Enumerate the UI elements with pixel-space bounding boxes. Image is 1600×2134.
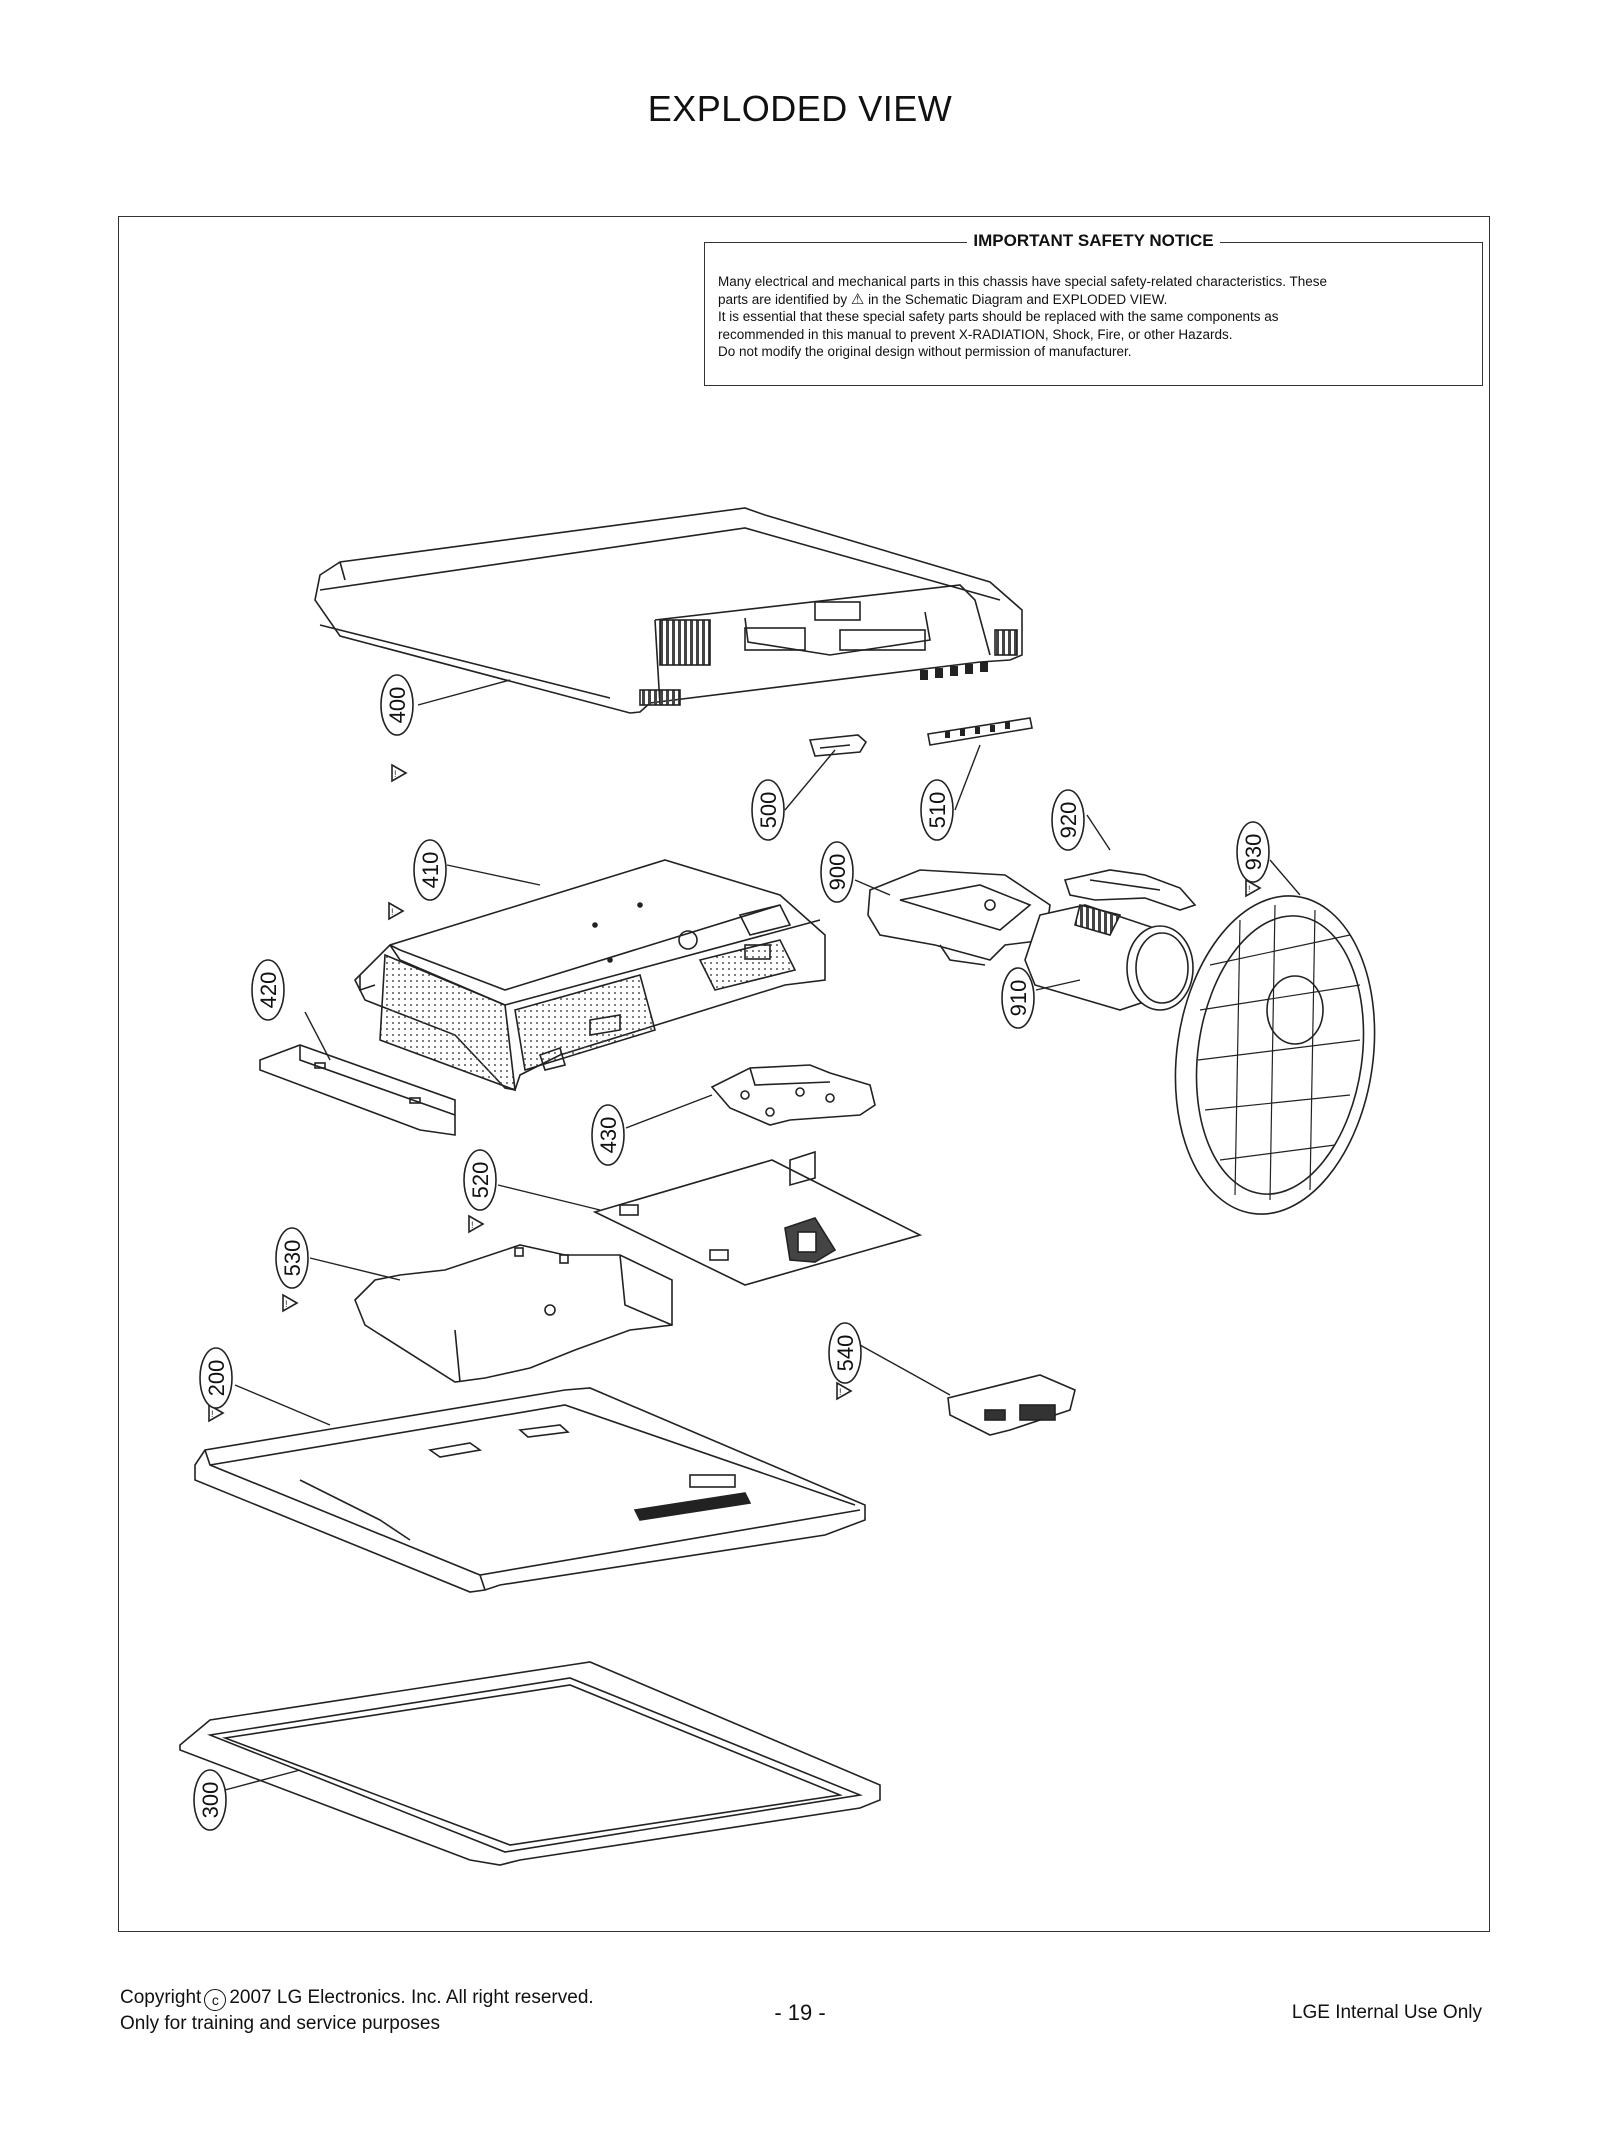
part-300-front-bezel <box>179 1661 881 1866</box>
callout-420: 420 <box>251 959 285 1021</box>
callout-520: 520 <box>463 1149 497 1211</box>
svg-text:930: 930 <box>1241 834 1266 871</box>
svg-text:!: ! <box>394 769 397 779</box>
callout-400: 400 <box>380 674 414 736</box>
svg-text:!: ! <box>211 1409 214 1419</box>
footer-internal-use: LGE Internal Use Only <box>1291 2002 1482 2023</box>
part-520-power-board <box>592 1150 923 1286</box>
warning-triangle-icon: ! <box>391 763 408 783</box>
warning-triangle-icon: ! <box>1245 878 1262 898</box>
warning-triangle-icon: ! <box>836 1381 853 1401</box>
page-title: EXPLODED VIEW <box>647 88 953 129</box>
svg-text:!: ! <box>1248 884 1251 894</box>
svg-text:420: 420 <box>256 972 281 1009</box>
part-540-interface-board <box>947 1374 1076 1436</box>
part-910-stand-neck <box>1024 904 1194 1011</box>
notice-line-4: recommended in this manual to prevent X-… <box>718 326 1233 342</box>
callout-920: 920 <box>1051 789 1085 851</box>
callout-200: 200 <box>199 1347 233 1409</box>
leader-lines <box>224 679 1301 1791</box>
callout-540: 540 <box>828 1322 862 1384</box>
svg-text:410: 410 <box>418 852 443 889</box>
safety-notice-title: IMPORTANT SAFETY NOTICE <box>967 231 1220 250</box>
notice-line-3: It is essential that these special safet… <box>718 309 1279 324</box>
svg-text:430: 430 <box>596 1117 621 1154</box>
svg-text:520: 520 <box>468 1162 493 1199</box>
safety-notice-body: Many electrical and mechanical parts in … <box>718 273 1469 361</box>
callout-530: 530 <box>275 1227 309 1289</box>
svg-text:510: 510 <box>925 792 950 829</box>
svg-text:!: ! <box>285 1299 288 1309</box>
callout-510: 510 <box>920 779 954 841</box>
part-430-bracket <box>710 1064 876 1126</box>
part-callouts: 400 500 510 410 420 900 920 930 <box>193 674 1270 1831</box>
svg-text:!: ! <box>839 1387 842 1397</box>
svg-text:530: 530 <box>280 1240 305 1277</box>
notice-line-5: Do not modify the original design withou… <box>718 344 1132 359</box>
svg-text:900: 900 <box>825 854 850 891</box>
svg-text:910: 910 <box>1006 980 1031 1017</box>
svg-text:400: 400 <box>385 687 410 724</box>
part-400-back-cover <box>314 507 1023 714</box>
footer-training-note: Only for training and service purposes <box>120 2013 440 2034</box>
warning-triangle-icon: ! <box>468 1214 485 1234</box>
part-410-shield-case <box>354 859 826 1092</box>
svg-text:540: 540 <box>833 1335 858 1372</box>
callout-900: 900 <box>820 841 854 903</box>
part-530-board-shield <box>354 1244 673 1383</box>
warning-triangle-icon: ! <box>388 901 405 921</box>
svg-text:!: ! <box>471 1220 474 1230</box>
warning-triangle-icon: ⚠ <box>850 290 865 308</box>
part-500-bracket <box>808 734 868 757</box>
callout-430: 430 <box>591 1104 625 1166</box>
part-510-button-strip <box>927 717 1033 746</box>
svg-text:200: 200 <box>204 1360 229 1397</box>
part-420-bar <box>259 1044 456 1136</box>
part-900-hinge <box>867 869 1051 966</box>
svg-text:920: 920 <box>1056 802 1081 839</box>
svg-text:500: 500 <box>756 792 781 829</box>
callout-930: 930 <box>1236 821 1270 883</box>
part-920-hinge-cover <box>1063 869 1197 911</box>
diagram-frame <box>118 216 1490 1932</box>
warning-triangle-icon: ! <box>282 1293 299 1313</box>
warning-triangle-icon: ! <box>208 1403 225 1423</box>
page-number: - 19 - <box>774 2000 826 2025</box>
part-200-lcd-panel <box>194 1387 866 1593</box>
callout-910: 910 <box>1001 967 1035 1029</box>
notice-line-1: Many electrical and mechanical parts in … <box>718 274 1328 289</box>
callout-300: 300 <box>193 1769 227 1831</box>
svg-text:!: ! <box>391 907 394 917</box>
svg-text:300: 300 <box>198 1782 223 1819</box>
notice-line-2: parts are identified by ⚠ in the Schemat… <box>718 290 1168 308</box>
safety-notice: IMPORTANT SAFETY NOTICE Many electrical … <box>704 231 1483 386</box>
copyright-symbol-icon: c <box>204 1989 227 2011</box>
part-930-stand-base <box>1174 895 1376 1215</box>
callout-410: 410 <box>413 839 447 901</box>
callout-500: 500 <box>751 779 785 841</box>
warning-triangles: ! ! ! ! ! ! ! <box>208 763 1262 1423</box>
